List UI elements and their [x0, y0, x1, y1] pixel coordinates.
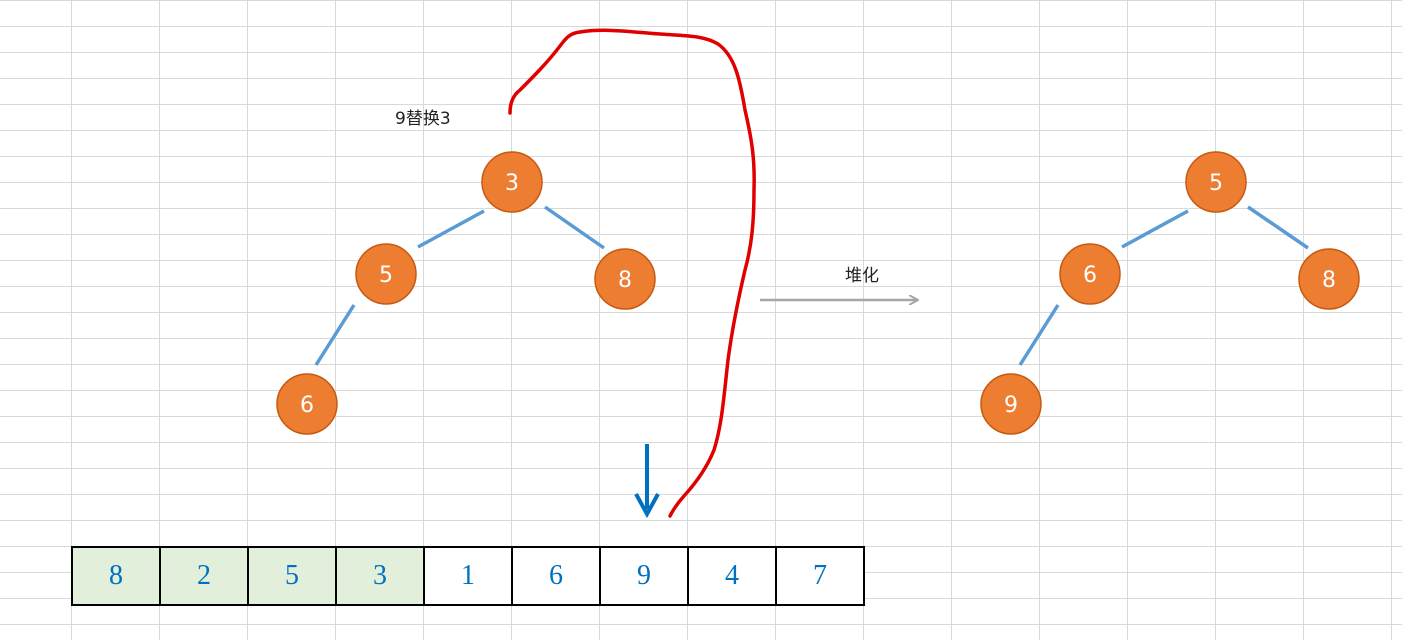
array-cell-value: 6	[549, 560, 563, 591]
array-cell-value: 2	[197, 560, 211, 591]
right-tree-edges	[1018, 205, 1309, 366]
array-cell-value: 4	[725, 560, 739, 591]
tree-node: 8	[1298, 248, 1360, 310]
node-label: 6	[1083, 263, 1097, 288]
edge-left-leftleft	[1018, 304, 1060, 366]
tree-node: 9	[980, 373, 1042, 435]
left-tree: 3 5 8 6	[276, 151, 656, 435]
blue-down-arrow	[634, 444, 660, 519]
node-label: 9	[1004, 393, 1018, 418]
node-label: 8	[1322, 268, 1336, 293]
tree-node: 6	[1059, 243, 1121, 305]
tree-node: 5	[1185, 151, 1247, 213]
edge-root-left	[1121, 209, 1189, 249]
array-cell: 7	[777, 548, 863, 604]
array-cell: 6	[513, 548, 601, 604]
node-label: 8	[618, 268, 632, 293]
array-cell: 9	[601, 548, 689, 604]
array-cell: 8	[73, 548, 161, 604]
edge-root-left	[417, 209, 485, 249]
array-cell-value: 8	[109, 560, 123, 591]
node-label: 3	[505, 171, 519, 196]
left-tree-edges	[314, 205, 605, 366]
array-cell-value: 7	[813, 560, 827, 591]
array-cell-value: 1	[461, 560, 475, 591]
tree-node: 8	[594, 248, 656, 310]
tree-node: 5	[355, 243, 417, 305]
array-cell: 2	[161, 548, 249, 604]
heapify-label: 堆化	[845, 266, 879, 286]
node-label: 6	[300, 393, 314, 418]
array-cell-value: 5	[285, 560, 299, 591]
node-label: 5	[1209, 171, 1223, 196]
right-tree: 5 6 8 9	[980, 151, 1360, 435]
edge-root-right	[544, 205, 605, 250]
array-cell-value: 9	[637, 560, 651, 591]
node-label: 5	[379, 263, 393, 288]
array-row: 8 2 5 3 1 6 9 4 7	[71, 546, 865, 606]
swap-curve	[508, 28, 756, 518]
edge-left-leftleft	[314, 304, 356, 366]
array-cell: 3	[337, 548, 425, 604]
array-cell-value: 3	[373, 560, 387, 591]
array-cell: 1	[425, 548, 513, 604]
tree-node: 3	[481, 151, 543, 213]
tree-node: 6	[276, 373, 338, 435]
array-cell: 5	[249, 548, 337, 604]
array-cell: 4	[689, 548, 777, 604]
swap-note: 9替换3	[395, 109, 451, 129]
edge-root-right	[1247, 205, 1309, 250]
